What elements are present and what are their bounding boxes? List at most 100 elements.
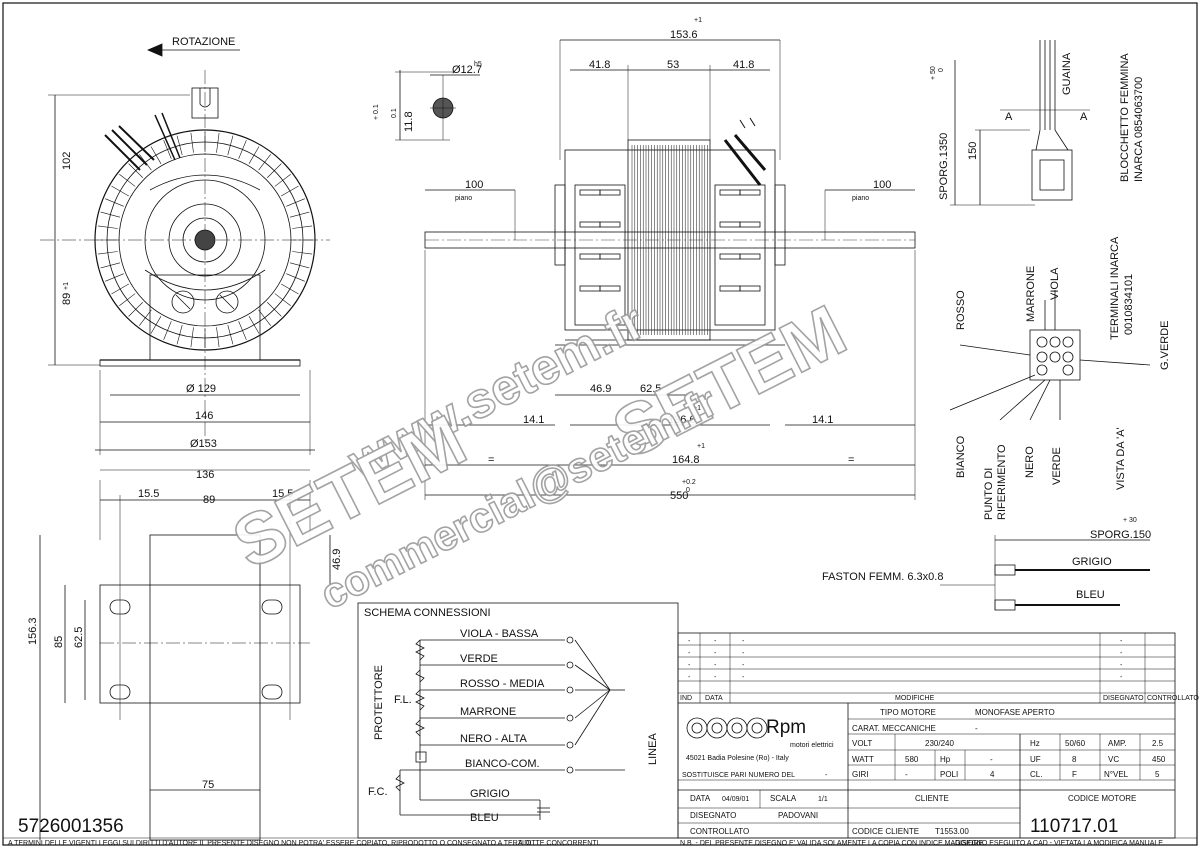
cl-label: CL. bbox=[1030, 770, 1042, 779]
volt-value: 230/240 bbox=[925, 739, 954, 748]
controllato-label: CONTROLLATO bbox=[690, 827, 749, 836]
dim-d12-7: Ø12.7 bbox=[452, 64, 482, 76]
sporg-1350-tol-a: + 50 bbox=[930, 66, 937, 80]
tol-136-6: +1 bbox=[693, 405, 701, 412]
tol-h5: h5 bbox=[474, 61, 482, 68]
cooling-fin bbox=[150, 316, 162, 334]
schema-label-2: ROSSO - MEDIA bbox=[460, 678, 545, 690]
cooling-fin bbox=[258, 154, 271, 171]
cl-value: F bbox=[1072, 770, 1077, 779]
dim-d129: Ø 129 bbox=[186, 383, 216, 395]
uf-label: UF bbox=[1030, 755, 1041, 764]
cooling-fin bbox=[281, 283, 299, 295]
carat-value: - bbox=[975, 724, 978, 733]
dim-46-9: 46.9 bbox=[590, 383, 611, 395]
poli-value: 4 bbox=[990, 770, 995, 779]
revision-cell: - bbox=[742, 638, 745, 645]
revision-cell: - bbox=[714, 674, 717, 681]
section-a1: A bbox=[1005, 111, 1013, 123]
cooling-fin bbox=[289, 211, 310, 218]
title-block: ---------------- IND DATA MODIFICHE DISE… bbox=[677, 632, 1199, 839]
ventilation-slot bbox=[599, 189, 621, 196]
wire-marrone: MARRONE bbox=[1025, 266, 1037, 322]
wire-bianco: BIANCO bbox=[955, 435, 967, 478]
scala-label: SCALA bbox=[770, 794, 797, 803]
cooling-fin bbox=[238, 321, 247, 340]
cooling-fin bbox=[111, 283, 129, 295]
schema-terminal bbox=[566, 661, 574, 669]
data-value: 04/09/01 bbox=[722, 796, 749, 803]
wire-nero: NERO bbox=[1024, 446, 1036, 478]
sporg-150: SPORG.150 bbox=[1090, 529, 1151, 541]
revision-cell: - bbox=[714, 650, 717, 657]
revision-cell: - bbox=[688, 674, 691, 681]
cooling-fin bbox=[176, 135, 183, 156]
terminali-2: 0010834101 bbox=[1123, 274, 1135, 335]
tol-a: + 0.1 bbox=[373, 104, 380, 120]
footer-mid: A DITTE CONCORRENTI. bbox=[518, 840, 601, 847]
rev-header-disegnato: DISEGNATO bbox=[1103, 695, 1144, 702]
cooling-fin bbox=[267, 163, 282, 178]
sostituisce-label: SOSTITUISCE PARI NUMERO DEL bbox=[682, 772, 795, 779]
piano-right: piano bbox=[852, 195, 869, 202]
eq-right: = bbox=[848, 454, 854, 466]
cooling-fin bbox=[227, 135, 234, 156]
hp-value: - bbox=[990, 755, 993, 764]
revision-cell: - bbox=[714, 638, 717, 645]
rotation-label: ROTAZIONE bbox=[172, 36, 235, 48]
watt-label: WATT bbox=[852, 755, 874, 764]
cooling-fin bbox=[119, 293, 136, 306]
cooling-fin bbox=[248, 316, 260, 334]
hz-value: 50/60 bbox=[1065, 739, 1086, 748]
cooling-fin bbox=[248, 146, 260, 164]
revision-cell: - bbox=[742, 662, 745, 669]
dim-62-5: 62.5 bbox=[73, 627, 85, 648]
giri-value: - bbox=[905, 770, 908, 779]
dim-136: 136 bbox=[196, 469, 214, 481]
wire-viola: VIOLA bbox=[1049, 267, 1061, 300]
wire-g-verde: G.VERDE bbox=[1159, 320, 1171, 370]
faston-detail: SPORG.150 + 30 FASTON FEMM. 6.3x0.8 GRIG… bbox=[822, 517, 1151, 611]
revision-cell: - bbox=[742, 674, 745, 681]
footer-right-2: DISEGNO ESEGUITO A CAD - VIETATA LA MODI… bbox=[955, 840, 1163, 847]
cooling-fin bbox=[227, 324, 234, 345]
cooling-fin bbox=[274, 293, 291, 306]
ventilation-slot bbox=[599, 285, 621, 292]
dim-53: 53 bbox=[667, 59, 679, 71]
eq-left: = bbox=[488, 454, 494, 466]
schema-terminal bbox=[566, 741, 574, 749]
hp-label: Hp bbox=[940, 755, 951, 764]
sporg-1350-tol-b: 0 bbox=[938, 68, 945, 72]
wire-verde: VERDE bbox=[1051, 447, 1063, 485]
shaft-detail: Ø12.7 h5 11.8 + 0.1 0.1 bbox=[373, 61, 482, 141]
ventilation-slot bbox=[599, 253, 621, 260]
dim-d153: Ø153 bbox=[190, 438, 217, 450]
dim-15-5-left: 15.5 bbox=[138, 488, 159, 500]
schema-label-6: GRIGIO bbox=[470, 788, 510, 800]
dim-89: 89 bbox=[203, 494, 215, 506]
watt-value: 580 bbox=[905, 755, 919, 764]
wire-rosso: ROSSO bbox=[955, 290, 967, 330]
dim-164-8: 164.8 bbox=[672, 454, 700, 466]
dim-102: 102 bbox=[61, 152, 73, 170]
ventilation-slot bbox=[579, 285, 601, 292]
ventilation-slot bbox=[719, 253, 741, 260]
blocchetto-1: BLOCCHETTO FEMMINA bbox=[1119, 53, 1131, 182]
rev-header-controllato: CONTROLLATO bbox=[1147, 695, 1199, 702]
ventilation-slot bbox=[719, 189, 741, 196]
ventilation-slot bbox=[599, 221, 621, 228]
nvel-label: N°VEL bbox=[1104, 770, 1129, 779]
dim-46-9: 46.9 bbox=[331, 549, 343, 570]
schema-label-1: VERDE bbox=[460, 653, 498, 665]
nvel-value: 5 bbox=[1155, 770, 1160, 779]
revision-cell: - bbox=[742, 650, 745, 657]
section-a2: A bbox=[1080, 111, 1088, 123]
schema-label-5: BIANCO-COM. bbox=[465, 758, 540, 770]
cooling-fin bbox=[100, 211, 121, 218]
giri-label: GIRI bbox=[852, 770, 868, 779]
uf-value: 8 bbox=[1072, 755, 1077, 764]
cooling-fin bbox=[97, 251, 118, 255]
footer-left: A TERMINI DELLE VIGENTI LEGGI SUI DIRITT… bbox=[8, 840, 532, 847]
company-sub: motori elettrici bbox=[790, 742, 834, 749]
